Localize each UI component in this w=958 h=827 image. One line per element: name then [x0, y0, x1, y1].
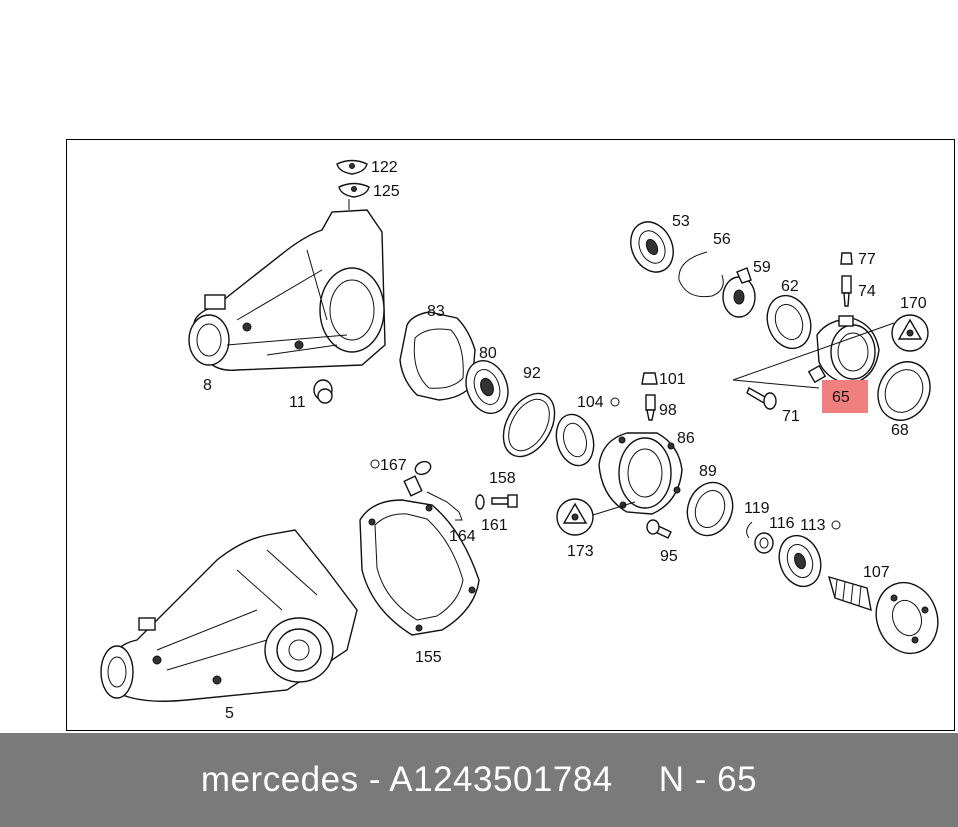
part-89-seal	[686, 481, 734, 537]
part-119-clip	[746, 521, 753, 539]
part-101-cap	[641, 372, 658, 385]
part-77-cap	[840, 252, 853, 265]
label-161: 161	[481, 517, 508, 534]
highlight-box	[822, 380, 868, 413]
label-89: 89	[699, 463, 717, 480]
part-83-cover-gasket	[399, 311, 476, 401]
label-158: 158	[489, 470, 516, 487]
diagram-canvas: 122 125 8 11 83 80 92 104 101 98 86 53 5…	[100, 159, 939, 722]
label-164: 164	[449, 528, 476, 545]
label-122: 122	[371, 159, 398, 176]
caption-bar: mercedes - A1243501784 N - 65	[0, 733, 958, 827]
part-167-plug	[403, 460, 432, 497]
label-170: 170	[900, 295, 927, 312]
label-155: 155	[415, 649, 442, 666]
part-170-flange	[891, 314, 929, 352]
part-68-seal	[877, 361, 931, 421]
label-119: 119	[744, 500, 770, 517]
part-164-bracket	[426, 491, 463, 521]
part-107-flange-shaft	[827, 575, 939, 655]
label-104: 104	[577, 394, 604, 411]
part-71-bolt	[746, 387, 777, 410]
label-86: 86	[677, 430, 695, 447]
label-62: 62	[781, 278, 799, 295]
label-101: 101	[659, 371, 686, 388]
part-11-bushing	[313, 379, 333, 404]
part-8-housing	[188, 209, 386, 371]
label-5: 5	[225, 705, 234, 722]
part-125-gasket	[338, 182, 370, 198]
part-56-circlip	[678, 251, 724, 298]
label-68: 68	[891, 422, 909, 439]
part-80-bearing	[465, 360, 509, 414]
label-11: 11	[289, 394, 306, 411]
part-104-seal	[555, 413, 595, 467]
part-62-seal	[766, 294, 812, 350]
part-116-washer	[754, 532, 774, 554]
marker-icon	[370, 397, 841, 530]
label-95: 95	[660, 548, 678, 565]
caption-part-number: mercedes - A1243501784	[200, 760, 613, 799]
label-83: 83	[427, 303, 445, 320]
exploded-parts-diagram: 122 125 8 11 83 80 92 104 101 98 86 53 5…	[66, 139, 955, 731]
part-5-housing	[100, 529, 358, 702]
label-56: 56	[713, 231, 731, 248]
part-155-cover	[359, 499, 480, 636]
label-116: 116	[769, 515, 795, 532]
label-8: 8	[203, 377, 212, 394]
part-65-housing	[807, 315, 880, 385]
part-113-bearing	[778, 534, 822, 588]
label-59: 59	[753, 259, 771, 276]
label-173: 173	[567, 543, 594, 560]
label-107: 107	[863, 564, 890, 581]
part-53-bearing	[630, 221, 674, 273]
label-53: 53	[672, 213, 690, 230]
caption-position: N - 65	[658, 760, 758, 799]
label-80: 80	[479, 345, 497, 362]
caption-text: mercedes - A1243501784 N - 65	[201, 760, 757, 800]
part-158-bolt	[491, 494, 518, 508]
part-92-ring	[502, 392, 556, 458]
part-98-plug	[645, 394, 656, 421]
label-77: 77	[858, 251, 876, 268]
label-98: 98	[659, 402, 677, 419]
part-122-gasket	[336, 159, 368, 175]
label-125: 125	[373, 183, 400, 200]
label-113: 113	[800, 517, 826, 534]
label-167: 167	[380, 457, 407, 474]
part-173-flange	[556, 498, 594, 536]
part-74-sensor	[841, 275, 852, 307]
part-59-lock-plate	[722, 267, 756, 318]
part-86-flange-housing	[598, 432, 683, 515]
label-65: 65	[832, 389, 850, 406]
label-74: 74	[858, 283, 876, 300]
part-161-washer	[475, 494, 485, 510]
label-92: 92	[523, 365, 541, 382]
label-71: 71	[782, 408, 800, 425]
part-95-bolt	[646, 519, 672, 539]
